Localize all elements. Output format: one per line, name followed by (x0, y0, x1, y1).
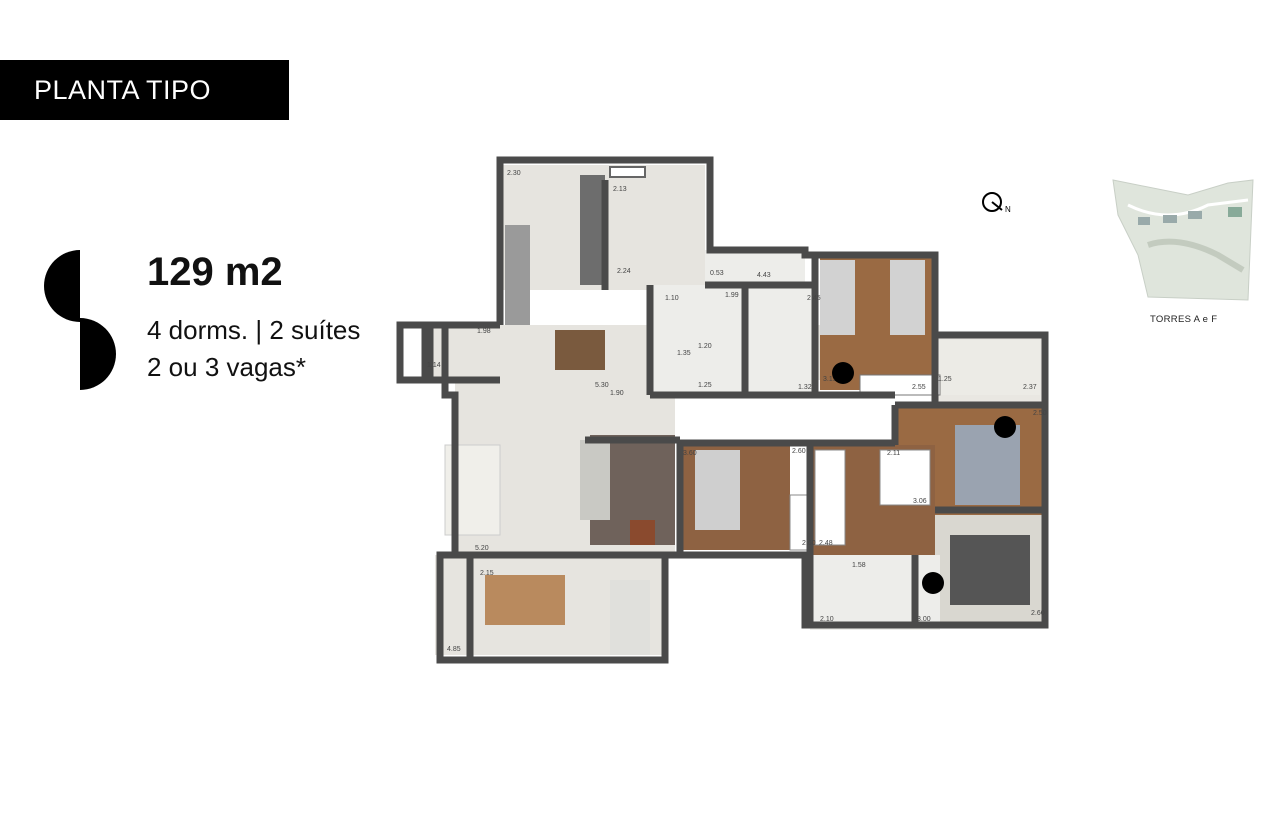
dimension-label: 1.35 (677, 350, 691, 357)
dimension-label: 2.60 (802, 540, 816, 547)
dimension-label: 3.60 (683, 450, 697, 457)
dimension-label: 2.48 (819, 540, 833, 547)
dimension-label: 2.60 (792, 448, 806, 455)
dimension-label: 2.10 (820, 616, 834, 623)
unit-rooms: 4 dorms. | 2 suítes (147, 315, 361, 345)
dimension-label: 5.20 (475, 545, 489, 552)
marker-dot (832, 362, 854, 384)
floor-plan: 2.30 2.13 2.24 0.53 4.43 1.10 1.99 2.45 … (396, 156, 1049, 664)
dimension-label: 1.20 (698, 343, 712, 350)
towers-label: TORRES A e F (1150, 314, 1218, 325)
dimension-label: 1.99 (725, 292, 739, 299)
dimension-label: 1.58 (852, 562, 866, 569)
dimension-label: 1.14 (427, 362, 441, 369)
unit-parking: 2 ou 3 vagas* (147, 352, 307, 382)
dimension-label: 1.98 (477, 328, 491, 335)
dimension-label: 4.85 (447, 646, 461, 653)
compass-icon: N (982, 192, 1011, 214)
dimension-label: 3.06 (913, 498, 927, 505)
dimension-label: 2.13 (613, 186, 627, 193)
dimension-label: 2.11 (887, 450, 900, 457)
dimension-label: 2.60 (1031, 610, 1045, 617)
unit-area: 129 m2 (147, 250, 283, 294)
dimension-label: 1.10 (665, 295, 679, 302)
dimension-labels: 2.30 2.13 2.24 0.53 4.43 1.10 1.99 2.45 … (427, 170, 1047, 653)
furniture (444, 166, 1030, 655)
dimension-label: 5.30 (595, 382, 609, 389)
page-title: PLANTA TIPO (0, 60, 289, 120)
dimension-label: 2.15 (480, 570, 494, 577)
dimension-label: 4.43 (757, 272, 771, 279)
dimension-label: 2.45 (807, 295, 821, 302)
dimension-label: 2.50 (1033, 410, 1047, 417)
dimension-label: 2.37 (1023, 384, 1037, 391)
dimension-label: 1.90 (610, 390, 624, 397)
dimension-label: 1.25 (938, 376, 952, 383)
dimension-label: 1.25 (698, 382, 712, 389)
dimension-label: 2.30 (507, 170, 521, 177)
dimension-label: 3.00 (917, 616, 931, 623)
dimension-label: 2.55 (912, 384, 926, 391)
dimension-label: 1.32 (798, 384, 812, 391)
brand-logo (44, 250, 116, 390)
dimension-label: 2.24 (617, 268, 631, 275)
compass-label: N (1005, 205, 1011, 214)
marker-dot (994, 416, 1016, 438)
site-map-thumbnail (1112, 179, 1254, 301)
dimension-label: 0.53 (710, 270, 724, 277)
walls (396, 156, 1049, 664)
marker-dot (922, 572, 944, 594)
dimension-label: 3.15 (823, 376, 837, 383)
